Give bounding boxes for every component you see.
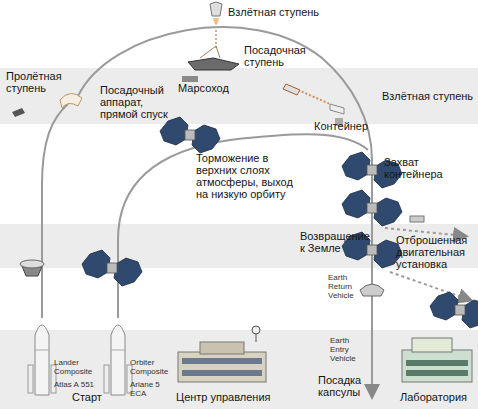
caption-label: Марсоход: [178, 82, 248, 94]
caption-label: Lander Composite: [54, 358, 102, 376]
caption-label: Отброшенная двигательная установка: [396, 234, 476, 270]
caption-label: Пролётная ступень: [6, 70, 76, 94]
caption-label: Посадка капсулы: [318, 374, 368, 398]
caption-label: Старт: [72, 391, 112, 403]
caption-label: Взлётная ступень: [382, 90, 476, 102]
trajectories: [42, 27, 470, 396]
caption-label: Orbiter Composite: [130, 358, 178, 376]
caption-label: Ariane 5 ECA: [130, 380, 178, 398]
buildings: [178, 326, 472, 382]
caption-label: Торможение в верхних слоях атмосферы, вы…: [196, 152, 296, 200]
spacecraft: [12, 2, 478, 395]
caption-label: Захват контейнера: [384, 156, 454, 180]
caption-label: Earth Return Vehicle: [328, 273, 364, 300]
caption-label: Atlas A 551: [54, 380, 102, 389]
caption-label: Центр управления: [176, 391, 286, 403]
caption-label: Взлётная ступень: [228, 6, 348, 18]
caption-label: Earth Entry Vehicle: [330, 336, 366, 363]
caption-label: Лаборатория: [400, 391, 476, 403]
caption-label: Посадочная ступень: [244, 44, 314, 68]
background-bands: [0, 68, 478, 409]
caption-label: Контейнер: [314, 120, 370, 132]
caption-label: Возвращение к Земле: [300, 230, 368, 254]
caption-label: Посадочный аппарат, прямой спуск: [100, 84, 182, 120]
